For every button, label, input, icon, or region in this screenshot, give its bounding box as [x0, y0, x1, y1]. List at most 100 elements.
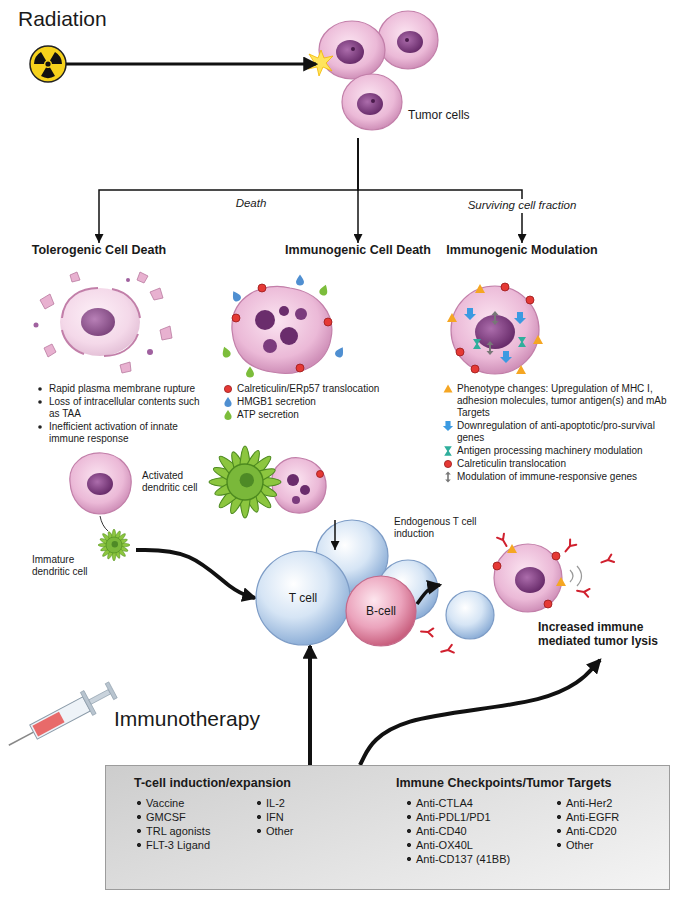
- modulated-cell-drawing: [464, 308, 476, 320]
- cell-label: Immature dendritic cell: [32, 554, 112, 578]
- list-item: Anti-CD20: [556, 824, 617, 838]
- ruptured-cell-drawing: [112, 289, 140, 318]
- ruptured-cell-drawing: [126, 278, 130, 282]
- ruptured-cell-drawing: [40, 294, 54, 309]
- panel-heading: Immune Checkpoints/Tumor Targets: [396, 776, 612, 791]
- bullet-text: Antigen processing machinery modulation: [457, 445, 670, 457]
- dying-cell-drawing: [279, 306, 289, 316]
- tumor-lysis-drawing: [562, 540, 576, 554]
- connector-arrow: [334, 520, 336, 550]
- bullet-text: Modulation of immune-responsive genes: [457, 471, 670, 483]
- tumor-lysis-drawing: [494, 544, 562, 612]
- connector-arrow: [360, 660, 600, 765]
- dying-cell-drawing: [232, 314, 240, 322]
- bullet-row: Calreticulin translocation: [442, 458, 670, 470]
- modulated-cell-drawing: [518, 337, 526, 347]
- dendritic-cell-drawing: [98, 529, 130, 561]
- bullet-icon: [443, 421, 453, 431]
- modulated-cell-drawing: [487, 341, 494, 355]
- connector-group: [66, 64, 600, 765]
- bullet-icon: [442, 420, 454, 432]
- bullet-icon: [443, 421, 453, 431]
- tumor-lysis-drawing: [600, 555, 614, 567]
- list-item: Anti-OX40L: [406, 838, 473, 852]
- ruptured-cell-drawing: [120, 362, 131, 373]
- bullet-icon: [222, 409, 234, 421]
- dying-cell-drawing: [296, 364, 304, 372]
- tumor-lysis-drawing: [507, 544, 517, 553]
- tumor-cell-drawing: [405, 38, 409, 42]
- dendritic-cell-drawing: [292, 496, 300, 504]
- list-item: Anti-PDL1/PD1: [406, 810, 491, 824]
- connector-arrow: [136, 550, 255, 598]
- hazard-symbol: [45, 61, 50, 66]
- bullet-icon: [224, 385, 231, 392]
- bullet-row: Downregulation of anti-apoptotic/pro-sur…: [442, 420, 670, 444]
- lymphocyte-circle: B-cell: [345, 575, 417, 647]
- bullet-icon: [222, 383, 234, 395]
- bullet-icon: [444, 385, 453, 393]
- bullet-icon: [444, 385, 453, 393]
- list-item: Anti-CD40: [406, 824, 467, 838]
- tumor-cell-drawing: [397, 31, 423, 53]
- list-item: TRL agonists: [136, 824, 210, 838]
- bullet-icon: [224, 410, 231, 420]
- dying-cell-drawing: [258, 284, 266, 292]
- bullet-icon: [38, 425, 42, 429]
- dying-cell-drawing: [87, 473, 113, 495]
- tumor-cell-drawing: [351, 47, 355, 51]
- cell-label: Tumor cells: [408, 108, 470, 122]
- modulated-cell-drawing: [447, 313, 457, 322]
- tumor-lysis-drawing: [493, 562, 501, 570]
- bullet-icon: [38, 400, 42, 404]
- section-title: Immunotherapy: [114, 706, 260, 731]
- bullet-icon: [38, 387, 42, 391]
- bullet-icon: [34, 396, 46, 408]
- ruptured-cell-drawing: [147, 349, 153, 355]
- bullet-icon: [444, 460, 451, 467]
- bullet-row: Antigen processing machinery modulation: [442, 445, 670, 457]
- ruptured-cell-drawing: [34, 323, 39, 328]
- tumor-lysis-drawing: [446, 591, 494, 639]
- tumor-cell-drawing: [371, 99, 375, 103]
- ruptured-cell-drawing: [62, 330, 84, 354]
- cell-cluster-node: Tumor cells: [316, 8, 476, 138]
- dying-cell-drawing: [70, 453, 131, 514]
- dendritic-cell-drawing: [317, 471, 324, 478]
- dendritic-cell-drawing: [287, 474, 299, 486]
- ruptured-cell-drawing: [70, 272, 80, 282]
- hazard-node: Radiation: [30, 46, 66, 82]
- dying-cell-drawing: [263, 339, 277, 353]
- bullet-icon: [442, 445, 454, 457]
- dying-cell-drawing: [318, 283, 329, 296]
- bullet-list: Rapid plasma membrane ruptureLoss of int…: [34, 383, 212, 446]
- dying-cell-drawing: [246, 367, 254, 378]
- tumor-cell-drawing: [319, 21, 385, 79]
- modulated-cell-drawing: [471, 365, 479, 373]
- outcome-panel: Tolerogenic Cell DeathRapid plasma membr…: [24, 243, 214, 450]
- list-item: Anti-CD137 (41BB): [406, 852, 510, 866]
- list-item: IFN: [256, 810, 284, 824]
- bullet-text: Downregulation of anti-apoptotic/pro-sur…: [457, 420, 670, 444]
- tumor-lysis-drawing: [497, 534, 510, 548]
- connector-label: Surviving cell fraction: [462, 199, 582, 213]
- list-item: Anti-EGFR: [556, 810, 619, 824]
- tumor-lysis-drawing: [421, 627, 434, 636]
- bullet-text: HMGB1 secretion: [237, 396, 422, 408]
- list-item: Other: [556, 838, 594, 852]
- modulated-cell-drawing: [516, 365, 526, 374]
- bullet-text: Phenotype changes: Upregulation of MHC I…: [457, 383, 670, 419]
- dying-cell-drawing: [220, 345, 231, 358]
- branch-label: Death: [226, 197, 276, 211]
- bullet-icon: [442, 471, 454, 483]
- connector-arrow: [66, 63, 316, 66]
- bullet-icon: [442, 383, 454, 395]
- bullet-icon: [224, 397, 231, 407]
- bullet-row: Loss of intracellular contents such as T…: [34, 396, 212, 420]
- ruptured-cell-drawing: [104, 334, 138, 356]
- bullet-row: ATP secretion: [222, 409, 422, 421]
- dendritic-cell-drawing: [209, 446, 281, 518]
- syringe-drawing: [32, 712, 64, 737]
